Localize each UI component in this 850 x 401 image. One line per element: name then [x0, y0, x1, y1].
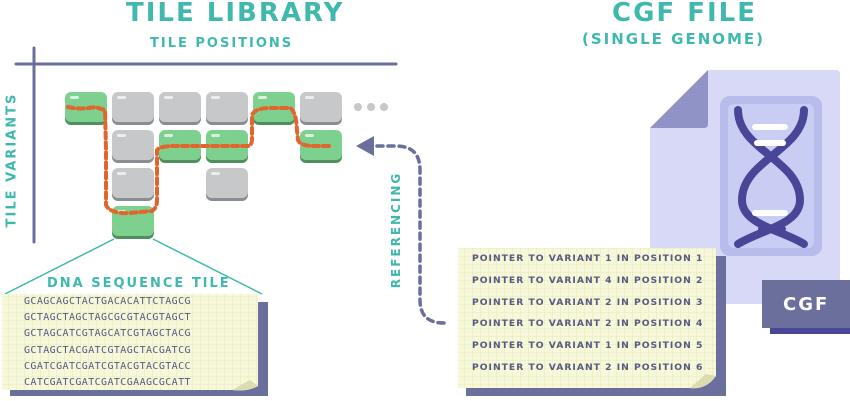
tile-axes	[14, 46, 398, 244]
dna-sequence-tile-label: DNA SEQUENCE TILE	[47, 276, 231, 291]
dna-paper	[2, 294, 268, 396]
dna-line: CGATCGATCGATCGTACGTACGTACC	[24, 360, 191, 372]
dna-line: GCAGCAGCTACTGACACATTCTAGCG	[24, 296, 191, 307]
tile-variant1-pos2	[112, 92, 154, 125]
dna-line: GCTAGCATCGTAGCATCGTAGCTACG	[24, 328, 191, 340]
tile-variant2-pos2	[112, 130, 154, 163]
tile-variant3-pos2	[112, 168, 154, 201]
tile-variant1-pos4	[206, 92, 248, 125]
tile-variant1-pos3	[159, 92, 201, 125]
pointer-line: POINTER TO VARIANT 2 IN POSITION 6	[472, 361, 704, 373]
dna-line: GCTAGCTAGCTAGCGCGTACGTAGCT	[24, 312, 191, 324]
tile-positions-label: TILE POSITIONS	[150, 36, 294, 51]
pointer-line: POINTER TO VARIANT 2 IN POSITION 3	[472, 296, 704, 308]
cgf-badge: CGF	[783, 294, 830, 315]
dna-line: CATCGATCGATCGATCGAAGCGCATT	[24, 377, 191, 389]
cgf-file-subtitle: (SINGLE GENOME)	[582, 30, 766, 48]
referencing-label: REFERENCING	[389, 171, 403, 289]
tile-variants-label: TILE VARIANTS	[4, 92, 20, 228]
dna-sequence-panel: GCAGCAGCTACTGACACATTCTAGCG GCTAGCTAGCTAG…	[2, 294, 260, 396]
tile-variant3-pos4	[206, 168, 248, 201]
cgf-file-title: CGF FILE	[612, 0, 757, 28]
pointer-line: POINTER TO VARIANT 1 IN POSITION 5	[472, 340, 704, 352]
pointer-paper	[458, 248, 726, 396]
tile-variant1-pos6	[300, 92, 342, 125]
referencing-arrow	[356, 136, 446, 325]
pointer-list-panel: POINTER TO VARIANT 1 IN POSITION 1 POINT…	[458, 248, 716, 388]
pointer-line: POINTER TO VARIANT 1 IN POSITION 1	[472, 253, 704, 264]
tile-grid	[65, 92, 388, 239]
pointer-line: POINTER TO VARIANT 2 IN POSITION 4	[472, 318, 704, 330]
dna-line: GCTAGCTACGATCGTAGCTACGATCG	[24, 344, 191, 356]
genome-path	[66, 104, 332, 216]
cgf-file-icon	[650, 70, 850, 334]
tile-library-title: TILE LIBRARY	[126, 0, 345, 28]
pointer-line: POINTER TO VARIANT 4 IN POSITION 2	[472, 274, 704, 286]
